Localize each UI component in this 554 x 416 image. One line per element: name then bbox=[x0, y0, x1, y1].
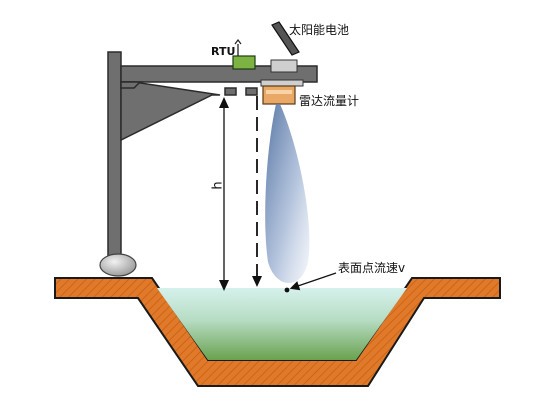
surface-velocity-label: 表面点流速v bbox=[338, 261, 406, 275]
radar-beam bbox=[265, 104, 310, 283]
radar-label: 雷达流量计 bbox=[299, 94, 360, 108]
rtu-label: RTU bbox=[211, 45, 236, 58]
height-label: h bbox=[210, 181, 226, 190]
rtu-box bbox=[232, 39, 256, 70]
surface-pointer-line bbox=[289, 272, 337, 291]
solar-panel-label: 太阳能电池 bbox=[289, 23, 350, 37]
gantry-frame bbox=[107, 51, 318, 261]
radar-flow-meter bbox=[260, 79, 304, 105]
base-stone bbox=[99, 253, 137, 277]
water-body bbox=[157, 288, 407, 360]
solar-panel bbox=[270, 21, 300, 73]
measurement-lines bbox=[219, 96, 262, 291]
surface-point bbox=[284, 287, 290, 293]
